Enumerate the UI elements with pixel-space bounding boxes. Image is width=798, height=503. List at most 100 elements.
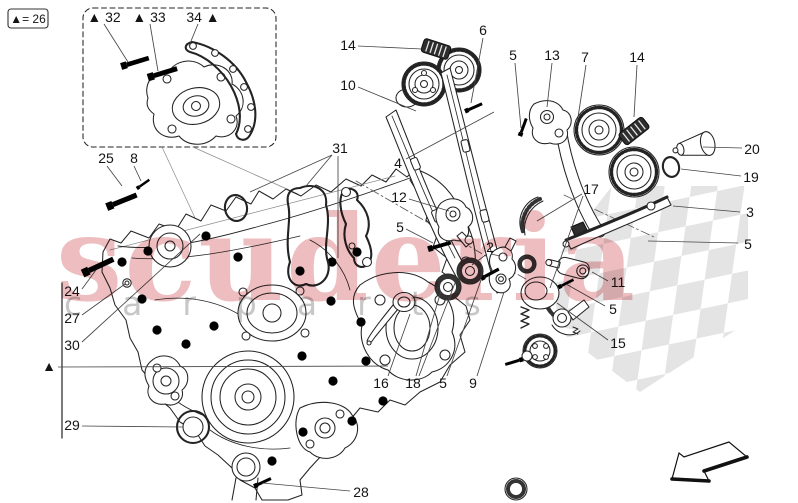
nut-27 [122,278,132,288]
leader-line [476,291,505,377]
callout-3: 3 [746,204,754,220]
leader-line [471,253,488,266]
callout-28: 28 [353,484,369,500]
oil-pump-shaft-16 [366,291,416,346]
gasket-bolt-holes [189,42,255,133]
leader-line [556,302,609,341]
leader-line [405,228,434,244]
tensioner-shoe-11 [545,256,590,290]
callout-24: 24 [64,283,80,299]
leader-line [549,195,584,289]
leader-line [591,271,609,282]
leader-line [405,111,495,160]
callout-13: 13 [544,47,560,63]
chain-link-14-left [420,38,452,60]
leader-line [680,168,742,177]
water-pump-inset-drawing [120,40,257,145]
callout-5: 5 [609,301,617,317]
callout-5: 5 [439,375,447,391]
callout-19: 19 [743,169,759,185]
leader-line [446,279,482,377]
callout-2: 2 [486,239,494,255]
leader-line [415,290,442,377]
bolt-6 [464,101,484,114]
leader-line [672,205,741,213]
legend-triangle-note: ▲= 26 [10,12,46,26]
leader-line [357,45,423,50]
exploded-parts-drawing [61,7,716,501]
pivot-bracket-2 [488,237,517,294]
direction-arrow [670,441,749,483]
chain-tensioner-13 [528,100,572,145]
callout-20: 20 [744,141,760,157]
leader-line [357,86,417,112]
leader-line [188,23,199,47]
callout-30: 30 [64,337,80,353]
callout-31: 31 [332,140,348,156]
leader-line [633,64,638,118]
leader-line [57,365,389,368]
leader-line [418,282,456,377]
callout-25: 25 [98,150,114,166]
gasket-set [223,184,373,287]
leader-line [490,253,501,257]
leader-line [261,482,351,492]
callout-8: 8 [130,150,138,166]
callout-27: 27 [64,310,80,326]
leader-line [702,146,743,149]
leader-line [387,313,411,377]
crank-sprocket-cluster [504,276,560,501]
chain-guide-4 [440,67,509,294]
bolt-5-top [517,117,529,137]
knurled-sprockets [434,254,537,301]
callout-11: 11 [611,274,626,290]
callout-5: 5 [396,219,404,235]
callout-15: 15 [610,335,626,351]
ratchet-tensioner-15 [551,299,590,336]
chain-link-14-right [618,116,650,146]
callout-10: 10 [340,77,356,93]
callout-triangle: ▲ [42,358,56,374]
callout-29: 29 [64,417,80,433]
callout-16: 16 [373,375,389,391]
leader-line [546,62,553,108]
plug-20 [672,131,716,156]
leader-line [647,240,739,244]
leader-line [576,64,587,125]
leader-line [536,193,583,222]
leader-line [565,283,606,307]
chain-guide-3 [562,195,672,250]
callout-9: 9 [469,375,477,391]
leader-line [103,23,129,63]
checkered-flag-watermark [553,186,748,392]
leader-line [470,37,484,104]
leader-line [149,23,159,72]
callout-6: 6 [479,22,487,38]
callout-17: 17 [583,181,599,197]
leader-line [81,425,184,428]
leader-line [249,154,333,193]
callout-12: 12 [391,189,407,205]
callout-4: 4 [394,155,402,171]
leader-line [408,198,450,212]
callout-18: 18 [405,375,421,391]
tensioner-arm-12 [435,198,474,248]
callout-33: ▲ 33 [132,9,166,25]
legend: ▲= 26 [7,8,49,29]
camshaft-vvt-sprockets-right [573,104,660,198]
leader-line [133,165,142,182]
screw-8 [135,178,151,191]
o-ring-19 [661,156,681,178]
callout-5: 5 [744,236,752,252]
callout-5: 5 [509,47,517,63]
callout-7: 7 [581,49,589,65]
callout-34: 34 ▲ [186,9,219,25]
cover-bolt-25 [105,191,139,211]
leader-line [81,283,126,316]
callout-32: ▲ 32 [87,9,121,25]
leader-line [81,269,97,290]
leader-line [106,165,123,187]
